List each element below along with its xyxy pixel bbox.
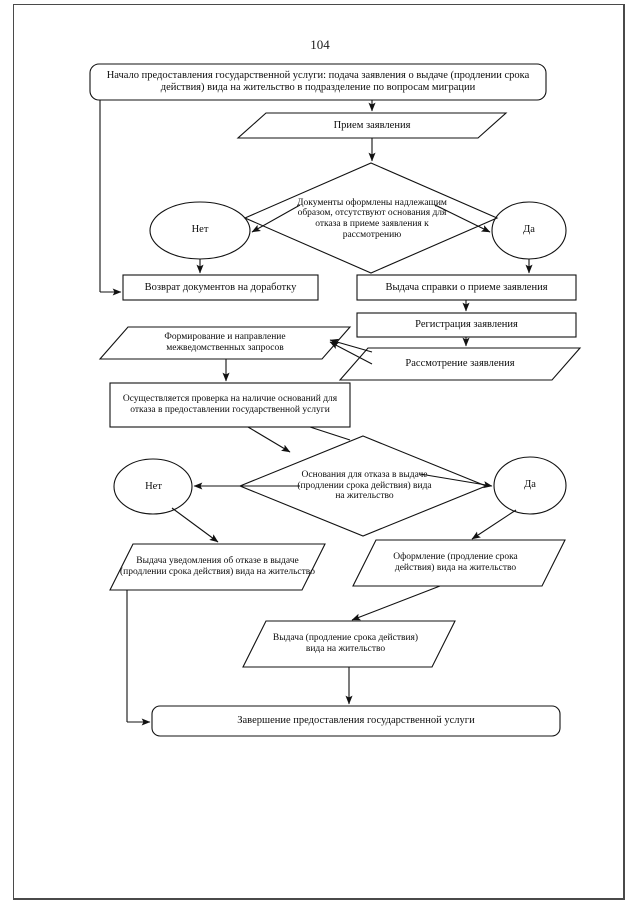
node-registraciya-shape <box>356 312 577 338</box>
node-spravka-shape <box>356 274 577 301</box>
edge-rassmotrenie-to-formirovanie-upper <box>329 338 373 353</box>
edge-oformlenie-to-vydacha <box>351 585 441 621</box>
node-decision2-shape <box>238 435 488 537</box>
node-oformlenie-shape <box>352 539 566 587</box>
node-vozvrat-shape <box>122 274 319 301</box>
edge-net2-to-uvedomlenie <box>171 507 219 543</box>
edge-decision1-to-net <box>251 204 301 233</box>
node-uvedomlenie-shape <box>109 543 326 591</box>
node-net2-shape <box>113 458 193 515</box>
page-number: 104 <box>310 37 330 52</box>
edge-decision2-to-da2 <box>419 473 493 489</box>
node-priem-shape <box>236 112 508 139</box>
node-proverka-shape <box>109 382 351 428</box>
node-net1-shape <box>149 201 251 260</box>
edge-decision1-to-da <box>434 204 491 233</box>
edge-da2-to-oformlenie <box>471 509 517 540</box>
node-rassmotrenie-shape <box>338 347 582 381</box>
node-decision1-shape <box>243 162 499 274</box>
edge-proverka-to-decision2-right <box>309 426 351 441</box>
node-finish-shape <box>151 705 561 737</box>
node-start-shape <box>89 63 547 101</box>
node-da2-shape <box>493 456 567 515</box>
node-vydacha-shape <box>242 620 456 668</box>
node-da1-shape <box>491 201 567 260</box>
node-formirovanie-shape <box>98 326 352 360</box>
edge-proverka-to-decision2-left <box>247 426 291 453</box>
edge-rassmotrenie-to-formirovanie-lower <box>329 341 373 365</box>
